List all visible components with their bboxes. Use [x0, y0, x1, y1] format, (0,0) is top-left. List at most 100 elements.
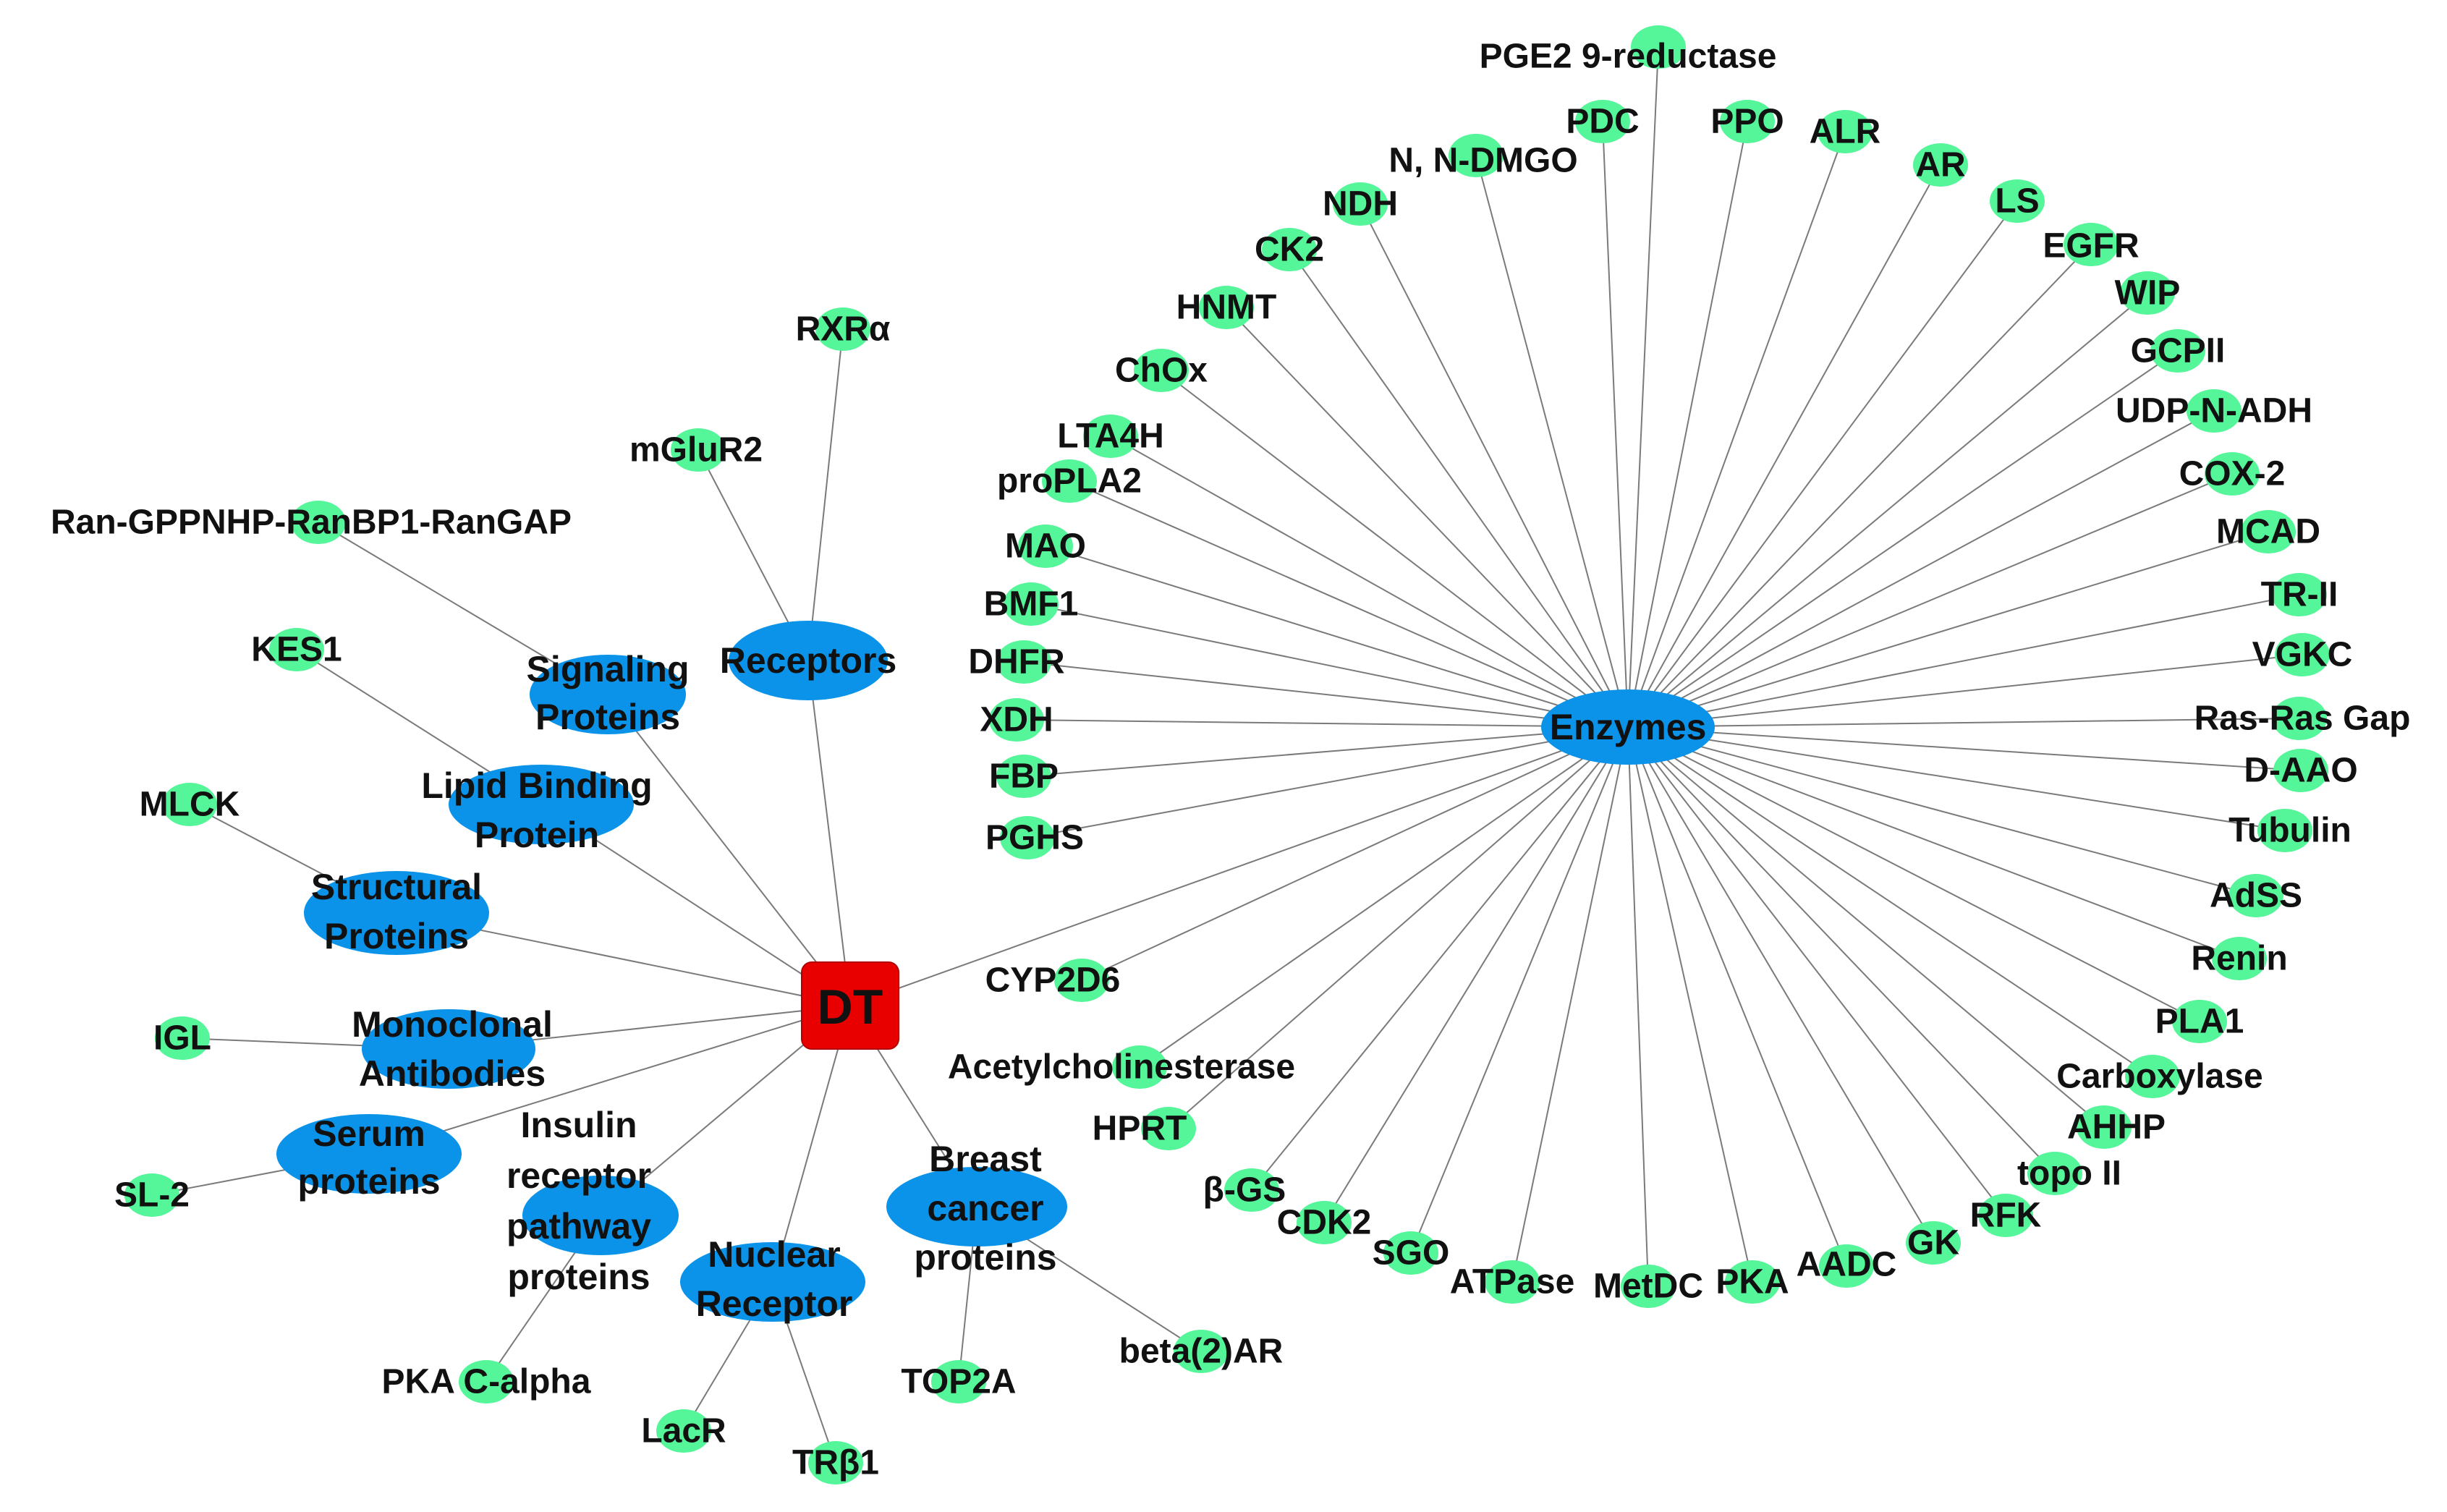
- target-node-atpase: [1485, 1260, 1540, 1304]
- edge-enzymes-renin: [1627, 726, 2240, 959]
- target-node-adss: [2228, 874, 2283, 917]
- target-label-cdk2: CDK2: [1277, 1204, 1372, 1242]
- edge-dt-nuclear: [772, 1005, 851, 1283]
- target-node-igl: [155, 1016, 210, 1060]
- target-label-rxr: RXRα: [796, 310, 891, 349]
- edge-enzymes-cox-2: [1627, 473, 2233, 728]
- target-node-acetylcholinesterase: [1112, 1045, 1167, 1089]
- target-node-renin: [2212, 937, 2267, 980]
- edge-enzymes-dhfr: [1023, 661, 1629, 728]
- edge-enzymes-gs: [1251, 726, 1629, 1191]
- edge-enzymes-sgo: [1410, 726, 1629, 1254]
- target-label-alr: ALR: [1810, 113, 1881, 151]
- target-node-lacr: [656, 1409, 711, 1453]
- target-label-fbp: FBP: [989, 757, 1059, 796]
- target-label-adss: AdSS: [2210, 877, 2302, 915]
- edge-enzymes-ls: [1627, 200, 2018, 728]
- category-node-nuclear: [680, 1242, 865, 1322]
- edge-enzymes-ck2: [1289, 249, 1629, 728]
- edge-enzymes-ahhp: [1627, 726, 2105, 1128]
- target-label-pghs: PGHS: [985, 819, 1084, 857]
- category-node-breast: [886, 1167, 1067, 1246]
- category-node-structural: [304, 871, 489, 955]
- target-node-hprt: [1141, 1107, 1196, 1150]
- edge-enzymes-mao: [1045, 545, 1629, 728]
- target-label-ar: AR: [1915, 146, 1965, 184]
- target-node-pghs: [1000, 816, 1055, 859]
- edge-enzymes-ar: [1627, 164, 1941, 728]
- target-label-igl: IGL: [153, 1019, 211, 1058]
- target-label-ahhp: AHHP: [2067, 1108, 2166, 1147]
- category-label-breast-line-2: cancer: [927, 1188, 1043, 1228]
- target-node-chox: [1134, 349, 1189, 392]
- category-node-enzymes: [1541, 689, 1715, 765]
- target-label-gcpii: GCPII: [2131, 332, 2226, 370]
- edge-enzymes-vgkc: [1627, 654, 2303, 728]
- target-label-bmf1: BMF1: [984, 585, 1079, 624]
- category-label-monoclonal-line-1: Monoclonal: [352, 1004, 553, 1045]
- target-node-wip: [2120, 271, 2175, 315]
- category-label-lipid-line-1: Lipid Binding: [421, 765, 652, 806]
- edge-enzymes-atpase: [1511, 726, 1629, 1283]
- edge-enzymes-pla1: [1627, 726, 2200, 1022]
- category-label-insulin-line-3: pathway: [506, 1206, 651, 1246]
- target-node-mao: [1018, 524, 1073, 568]
- target-label-tr-ii: TR-II: [2261, 576, 2338, 614]
- edge-enzymes-adss: [1627, 726, 2257, 896]
- target-label-xdh: XDH: [980, 701, 1053, 739]
- edge-enzymes-egfr: [1627, 244, 2092, 728]
- edge-dt-enzymes: [849, 726, 1629, 1006]
- target-node-vgkc: [2275, 633, 2330, 676]
- target-label-mglur2: mGluR2: [629, 431, 763, 470]
- edge-enzymes-tubulin: [1627, 726, 2286, 831]
- edge-enzymes-gcpii: [1627, 350, 2179, 728]
- target-node-alr: [1818, 110, 1873, 153]
- target-label-udp-n-adh: UDP-N-ADH: [2116, 392, 2312, 430]
- target-node-tr-1: [808, 1441, 863, 1485]
- category-node-receptors: [729, 621, 888, 700]
- center-label-dt: DT: [818, 980, 883, 1035]
- target-node-sl-2: [124, 1173, 179, 1217]
- edge-enzymes-ppo: [1627, 121, 1748, 728]
- target-label-dhfr: DHFR: [968, 643, 1064, 681]
- category-label-structural-line-1: Structural: [311, 867, 482, 907]
- edge-enzymes-bmf1: [1030, 603, 1629, 728]
- target-node-cdk2: [1297, 1201, 1352, 1244]
- target-label-ran-gppnhp-ranbp1-rangap: Ran-GPPNHP-RanBP1-RanGAP: [51, 504, 572, 542]
- target-label-cox-2: COX-2: [2179, 455, 2286, 493]
- edge-enzymes-propla2: [1069, 480, 1629, 728]
- target-node-kes1: [269, 628, 324, 671]
- network-nodes: [124, 25, 2330, 1485]
- target-node-sgo: [1383, 1231, 1438, 1275]
- target-label-sl-2: SL-2: [114, 1176, 190, 1215]
- edge-enzymes-xdh: [1016, 719, 1629, 728]
- target-label-hnmt: HNMT: [1176, 289, 1277, 327]
- target-label-lta4h: LTA4H: [1057, 417, 1164, 456]
- category-label-enzymes: Enzymes: [1550, 707, 1707, 747]
- edge-enzymes-aadc: [1627, 726, 1847, 1267]
- target-label-tubulin: Tubulin: [2228, 812, 2351, 850]
- target-label-sgo: SGO: [1373, 1234, 1450, 1273]
- edge-enzymes-pka: [1627, 726, 1753, 1283]
- edge-enzymes-pge2-9-reductase: [1627, 46, 1659, 728]
- category-label-breast-line-1: Breast: [929, 1139, 1042, 1179]
- edge-enzymes-pdc: [1602, 121, 1629, 728]
- edge-enzymes-ras-ras-gap: [1627, 718, 2300, 728]
- category-label-structural-line-2: Proteins: [324, 916, 469, 956]
- target-node-topo-ii: [2027, 1152, 2082, 1195]
- edge-enzymes-fbp: [1023, 726, 1629, 777]
- target-label-ndh: NDH: [1323, 185, 1398, 224]
- category-node-signaling: [530, 655, 686, 734]
- target-label-hprt: HPRT: [1093, 1110, 1187, 1148]
- edge-enzymes-chox: [1161, 370, 1629, 728]
- target-label-kes1: KES1: [251, 631, 342, 669]
- edge-dt-serum: [368, 1005, 851, 1155]
- edge-enzymes-n-n-dmgo: [1475, 155, 1629, 728]
- target-label-mlck: MLCK: [140, 786, 240, 824]
- target-label-tr-1: TRβ1: [792, 1444, 879, 1482]
- target-node-mcad: [2241, 510, 2296, 553]
- target-node-udp-n-adh: [2187, 389, 2242, 433]
- target-node-ls: [1990, 179, 2045, 223]
- target-label-ls: LS: [1995, 182, 2039, 221]
